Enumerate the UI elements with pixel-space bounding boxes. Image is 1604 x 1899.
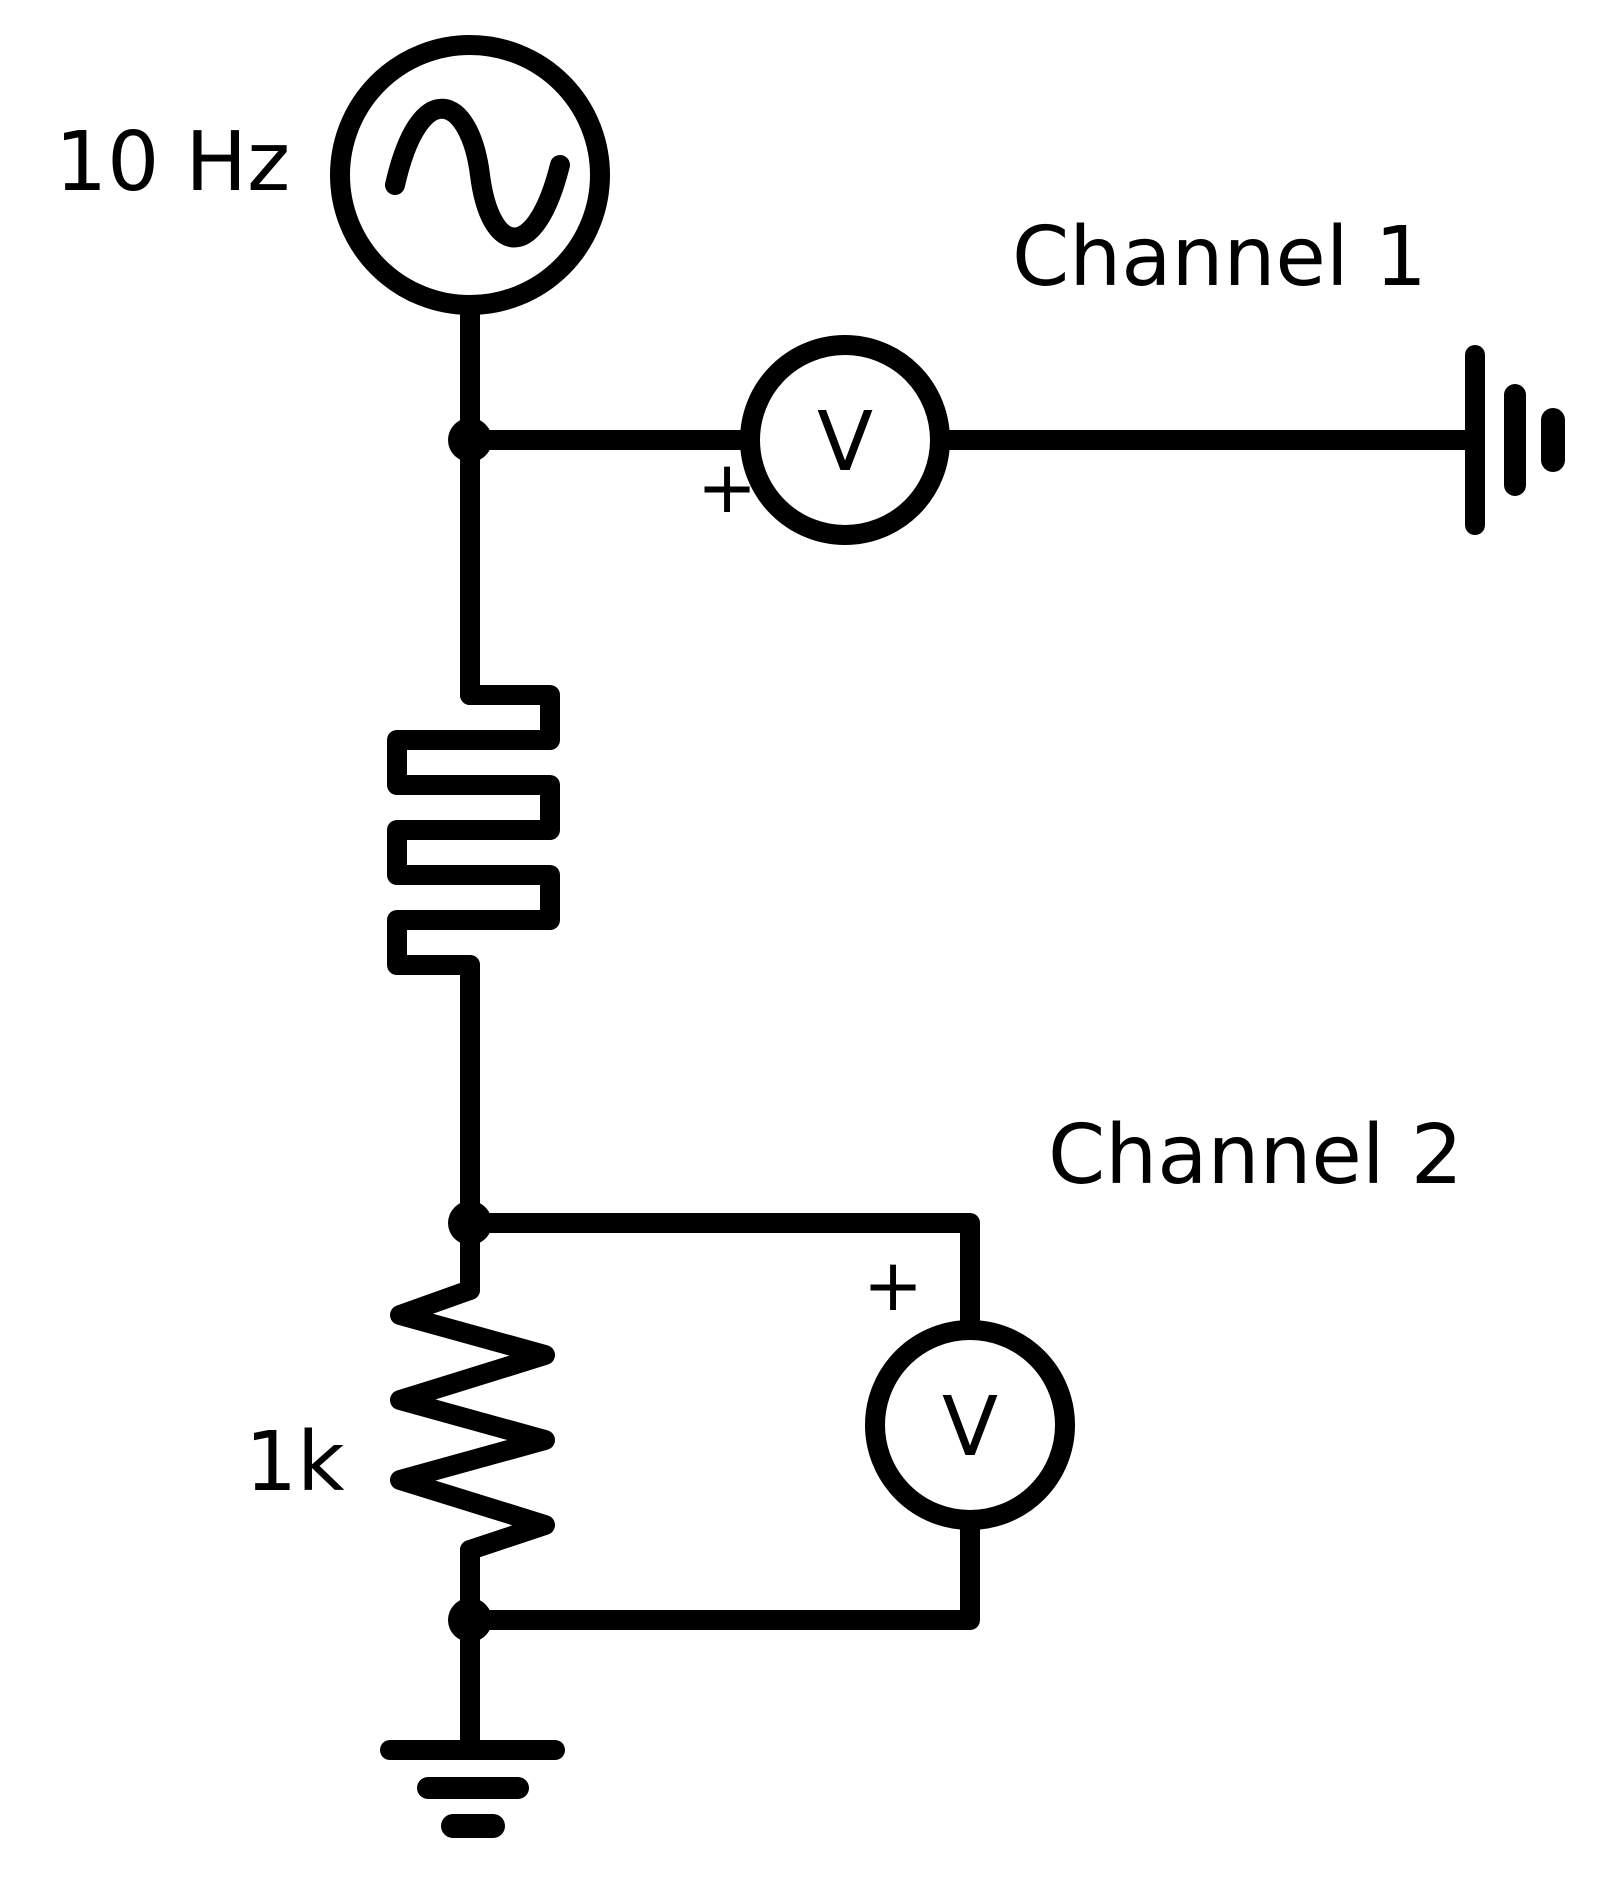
meter2-symbol: V [942, 1380, 998, 1475]
resistor-value-label: 1k [245, 1415, 345, 1510]
channel2-label: Channel 2 [1048, 1108, 1463, 1203]
wire-channel2-bottom [460, 1510, 980, 1630]
junction-dot [448, 1201, 492, 1245]
junction-dot [448, 1598, 492, 1642]
junction-dot [448, 418, 492, 462]
channel1-label: Channel 1 [1012, 210, 1427, 305]
source-frequency-label: 10 Hz [55, 115, 290, 210]
meter2-polarity: + [863, 1243, 923, 1327]
ground-icon [380, 1740, 565, 1838]
resistor-icon [390, 1280, 555, 1560]
wire-channel2-top [460, 1213, 980, 1330]
meter1-polarity: + [697, 445, 757, 529]
ac-source-icon [330, 35, 610, 315]
ground-icon [1465, 345, 1565, 535]
meter1-symbol: V [817, 395, 873, 490]
inductor-icon [387, 685, 560, 975]
